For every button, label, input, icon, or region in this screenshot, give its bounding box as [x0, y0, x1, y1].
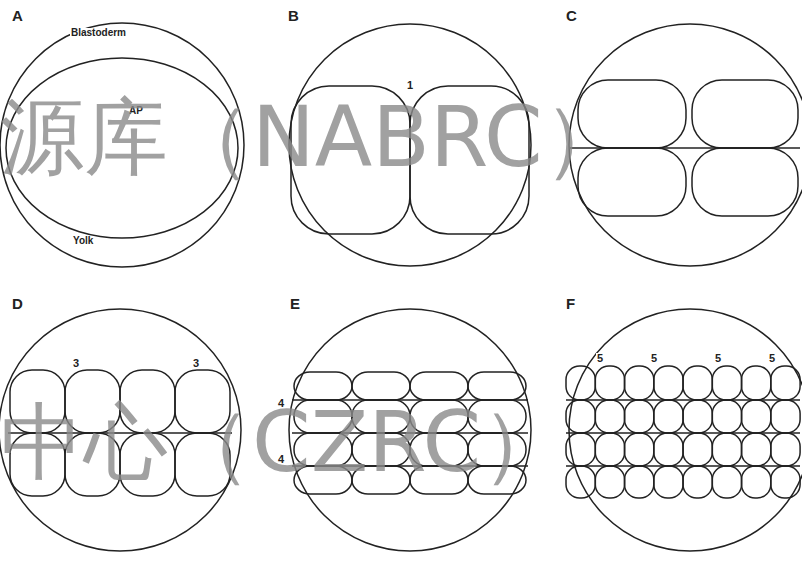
callout-number: 3	[72, 358, 80, 369]
blastomere	[771, 400, 800, 433]
watermark: 源库（NABRC）	[0, 95, 627, 179]
panel-letter: B	[288, 8, 299, 23]
blastomere	[712, 466, 741, 498]
callout-number: 5	[596, 353, 604, 364]
blastomere	[566, 400, 595, 433]
blastomere	[683, 366, 712, 400]
blastomere	[712, 433, 741, 466]
blastomere	[771, 433, 800, 466]
cleavage-plane	[566, 399, 800, 401]
blastomere	[742, 433, 771, 466]
part-label: Yolk	[72, 236, 94, 246]
blastomere	[712, 366, 741, 400]
blastomere	[566, 366, 595, 400]
blastomere	[742, 366, 771, 400]
watermark: 中心（CZRC）	[0, 400, 565, 484]
callout-number: 5	[650, 353, 658, 364]
panel-letter: F	[566, 296, 575, 311]
egg-outline	[569, 309, 802, 551]
callout-number: 5	[714, 353, 722, 364]
callout-number: 3	[192, 358, 200, 369]
blastomere	[468, 372, 526, 400]
callout-number: 1	[406, 80, 414, 91]
part-label: Blastoderm	[70, 28, 127, 38]
blastomere	[294, 372, 352, 400]
blastomere	[352, 372, 410, 400]
blastomere	[771, 366, 800, 400]
panel-letter: E	[290, 296, 300, 311]
blastomere	[771, 466, 800, 498]
blastomere	[683, 400, 712, 433]
blastomere	[683, 466, 712, 498]
blastomere	[692, 148, 798, 216]
blastomere	[654, 433, 683, 466]
blastomere	[566, 433, 595, 466]
blastomere-grid	[566, 366, 800, 498]
blastomere	[654, 400, 683, 433]
blastomere	[595, 366, 624, 400]
blastomere	[654, 466, 683, 498]
blastomere	[595, 433, 624, 466]
cleavage-plane	[566, 465, 800, 467]
cleavage-plane	[566, 432, 800, 434]
panel-letter: A	[12, 8, 23, 23]
blastomere	[595, 466, 624, 498]
blastomere	[410, 372, 468, 400]
blastomere	[625, 466, 654, 498]
blastomere	[683, 433, 712, 466]
blastomere	[625, 366, 654, 400]
blastomere	[625, 433, 654, 466]
blastomere	[625, 400, 654, 433]
blastomere	[566, 466, 595, 498]
blastomere	[742, 400, 771, 433]
panel-letter: D	[12, 296, 23, 311]
blastomere	[712, 400, 741, 433]
panel-letter: C	[566, 8, 577, 23]
blastomere	[692, 80, 798, 148]
blastomere	[654, 366, 683, 400]
blastomere	[742, 466, 771, 498]
blastomere	[595, 400, 624, 433]
callout-number: 5	[768, 353, 776, 364]
